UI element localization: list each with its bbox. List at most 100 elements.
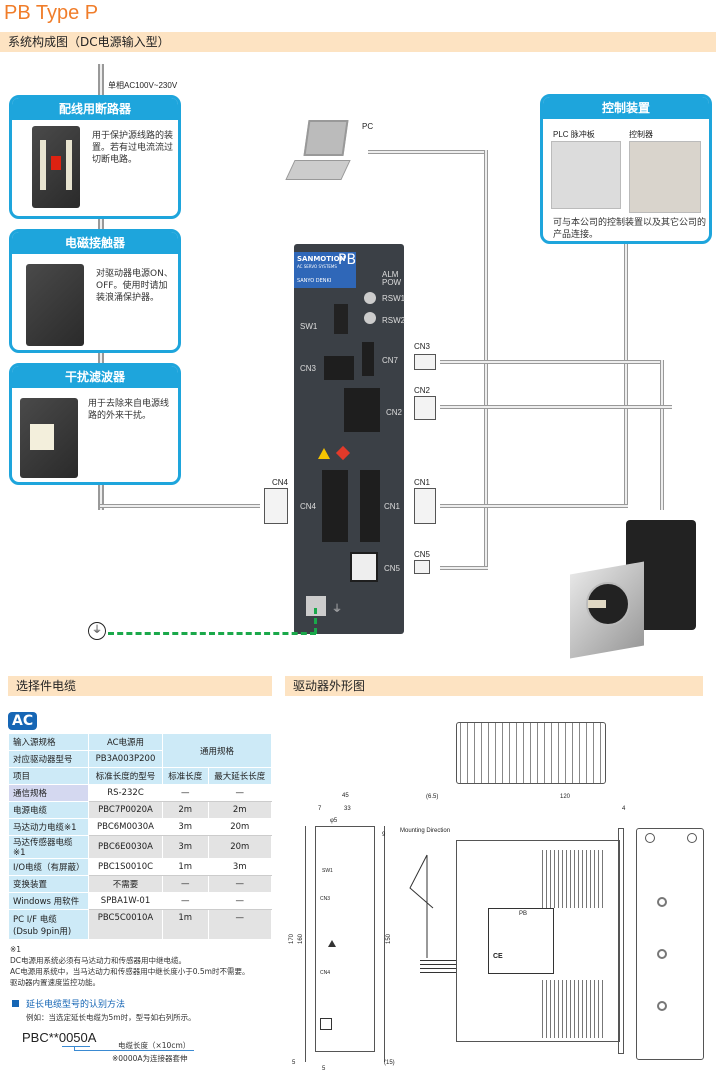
table-cell: — [162,892,209,910]
table-cell: 2m [207,801,272,819]
table-row: 电源电缆 PBC7P0020A 2m 2m [8,801,272,819]
ac-badge: AC [8,712,38,730]
bullet-square-icon [12,1000,19,1007]
table-cell: 标准长度 [162,767,209,785]
outline-ground-terminal [320,1018,332,1030]
cn1-port [360,470,380,542]
note-line: 驱动器内置速度监控功能。 [10,978,100,987]
card-description: 可与本公司的控制装置以及其它公司的产品连接。 [553,218,707,240]
connector-footnote: ※0000A为连接器套伸 [112,1054,188,1063]
table-cell: 标准长度的型号 [88,767,163,785]
dim-150: 150 [386,933,393,945]
dip-switch[interactable] [334,304,348,334]
table-cell: 通信规格 [8,784,89,802]
table-cell: 对应驱动器型号 [8,750,89,768]
table-cell: 1m [162,909,209,940]
mounting-hole-icon [645,833,655,843]
outline-sw1-label: SW1 [322,868,333,874]
dim-hole: φ5 [330,818,338,824]
page-title: PB Type P [4,2,99,24]
table-cell: 1m [162,858,209,876]
cn3-cable-vertical [660,360,664,510]
ground-wire-vertical [314,608,317,634]
dim-160: 160 [298,933,305,945]
table-cell: AC电源用 [88,733,163,751]
ext-cn4-label: CN4 [272,478,289,487]
system-section-header: 系统构成图（DC电源输入型） [0,32,716,52]
contactor-image [26,264,84,346]
cn1-cable [440,504,628,508]
model-bracket [74,1046,194,1051]
warning-icon [318,448,330,459]
table-row: 马达动力电缆※1 PBC6M0030A 3m 20m [8,818,272,836]
cn4-label: CN4 [300,502,317,511]
outline-cn4-label: CN4 [320,970,331,976]
dim-7: 7 [318,806,322,812]
side-view-flange [618,828,624,1054]
screw-hole-icon [657,949,667,959]
table-row: 马达传感器电缆※1 PBC6E0030A 3m 20m [8,835,272,859]
dim-45: 45 [342,793,349,799]
dim-15: (15) [384,1060,395,1066]
note-line: AC电源用系统中，当马达动力和传感器用中继长度小于0.5m时不需要。 [10,967,250,976]
pow-label: POW [382,278,402,287]
table-row: 项目 标准长度的型号 标准长度 最大延长长度 [8,767,272,785]
table-cell: — [207,892,272,910]
footnotes: ※1 DC电源用系统必须有马达动力和传感器用中继电缆。 AC电源用系统中，当马达… [10,944,280,988]
mounting-direction-label: Mounting Direction [400,828,451,834]
table-cell: 输入源规格 [8,733,89,751]
cable-spec-table: 输入源规格 AC电源用 通用规格 对应驱动器型号 PB3A003P200 项目 … [8,733,272,940]
table-cell: 最大延长长度 [207,767,272,785]
table-cell: — [207,909,272,940]
rotary-switch-1[interactable] [364,292,376,304]
rsw1-label: RSW1 [382,294,406,303]
dim-33: 33 [344,806,351,812]
front-view-drawing [315,826,375,1052]
table-cell: — [162,875,209,893]
table-cell: 20m [207,818,272,836]
cable-length-label: 电缆长度（×10cm） [118,1041,191,1050]
side-view-drawing [456,840,620,1042]
mounting-direction-arrow [409,854,434,958]
cn2-plug [414,396,436,420]
ext-cable-model: PBC**0050A [22,1030,97,1045]
circuit-breaker-card: 配线用断路器 用于保护源线路的装置。若有过电流流过切断电路。 [9,95,181,219]
mounting-hole-icon [687,833,697,843]
dim-5-side: 5 [322,1066,326,1072]
card-title: 配线用断路器 [12,98,178,120]
brand-label: SANMOTION [297,255,346,263]
laptop-image [285,120,351,186]
servo-driver: SANMOTION PB AC SERVO SYSTEMS SANYO DENK… [294,244,406,634]
table-cell: 马达传感器电缆※1 [8,835,89,859]
table-row: PC I/F 电缆 (Dsub 9pin用) PBC5C0010A 1m — [8,909,272,940]
cn3-port [324,356,354,380]
dim-5-bottom: 5 [292,1060,296,1066]
pc-cable [368,150,488,154]
table-cell: 20m [207,835,272,859]
cn3-cable [440,360,664,364]
pc-label: PC [362,122,374,131]
ext-cable-heading: 延长电缆型号的认别方法 [26,1000,126,1010]
outline-warning-icon [328,940,336,947]
rotary-switch-2[interactable] [364,312,376,324]
table-cell: 2m [162,801,209,819]
ext-cable-example: 例如：当选定延长电缆为5m时，型号如右列所示。 [26,1013,196,1022]
top-view-drawing [456,722,606,784]
table-cell: 3m [162,818,209,836]
cn2-port [344,388,380,432]
side-vents-bottom [540,980,604,1038]
dim-120: 120 [560,794,571,800]
power-spec-label: 单相AC100V~230V [108,81,178,90]
servo-motor-image [566,510,714,659]
screw-hole-icon [657,1001,667,1011]
earth-ground-icon: ⏚ [88,622,106,640]
ext-cn5-label: CN5 [414,550,431,559]
nameplate: PB CE [488,908,554,974]
table-cell: 不需要 [88,875,163,893]
card-title: 电磁接触器 [12,232,178,254]
note-line: DC电源用系统必须有马达动力和传感器用中继电缆。 [10,956,187,965]
outline-cn3-label: CN3 [320,896,331,902]
front-view-flange [305,826,385,1062]
plc-image [551,141,621,209]
ground-symbol-icon: ⏚ [332,604,342,615]
